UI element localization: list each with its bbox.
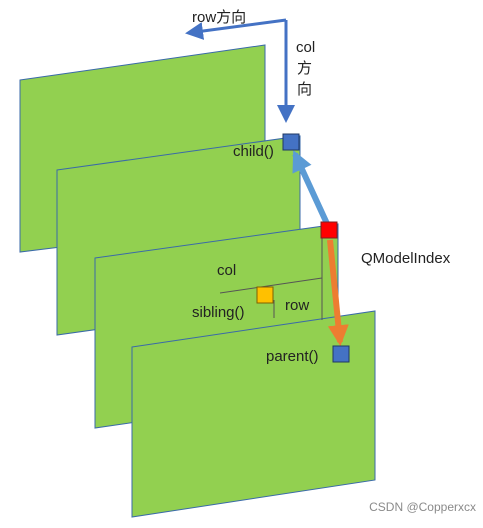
child-cell xyxy=(282,133,300,151)
to-child-arrow xyxy=(292,150,332,230)
sibling-cell xyxy=(256,286,274,304)
row-direction-arrow xyxy=(185,18,287,40)
row-label: row xyxy=(285,297,309,314)
parent-cell xyxy=(332,345,350,363)
plane-parent-level xyxy=(131,310,376,518)
col-direction-char-2: 向 xyxy=(297,81,312,98)
child-label: child() xyxy=(233,143,274,160)
row-direction-label: row方向 xyxy=(192,9,246,26)
to-parent-arrow xyxy=(327,239,349,347)
sibling-label: sibling() xyxy=(192,304,245,321)
model-index-label: QModelIndex xyxy=(361,250,451,267)
col-guide-line xyxy=(219,277,323,294)
parent-label: parent() xyxy=(266,348,319,365)
watermark: CSDN @Copperxcx xyxy=(369,500,476,514)
col-direction-label: col xyxy=(296,39,315,56)
model-index-cell xyxy=(320,221,338,239)
col-direction-char-1: 方 xyxy=(297,60,312,77)
col-label: col xyxy=(217,262,236,279)
